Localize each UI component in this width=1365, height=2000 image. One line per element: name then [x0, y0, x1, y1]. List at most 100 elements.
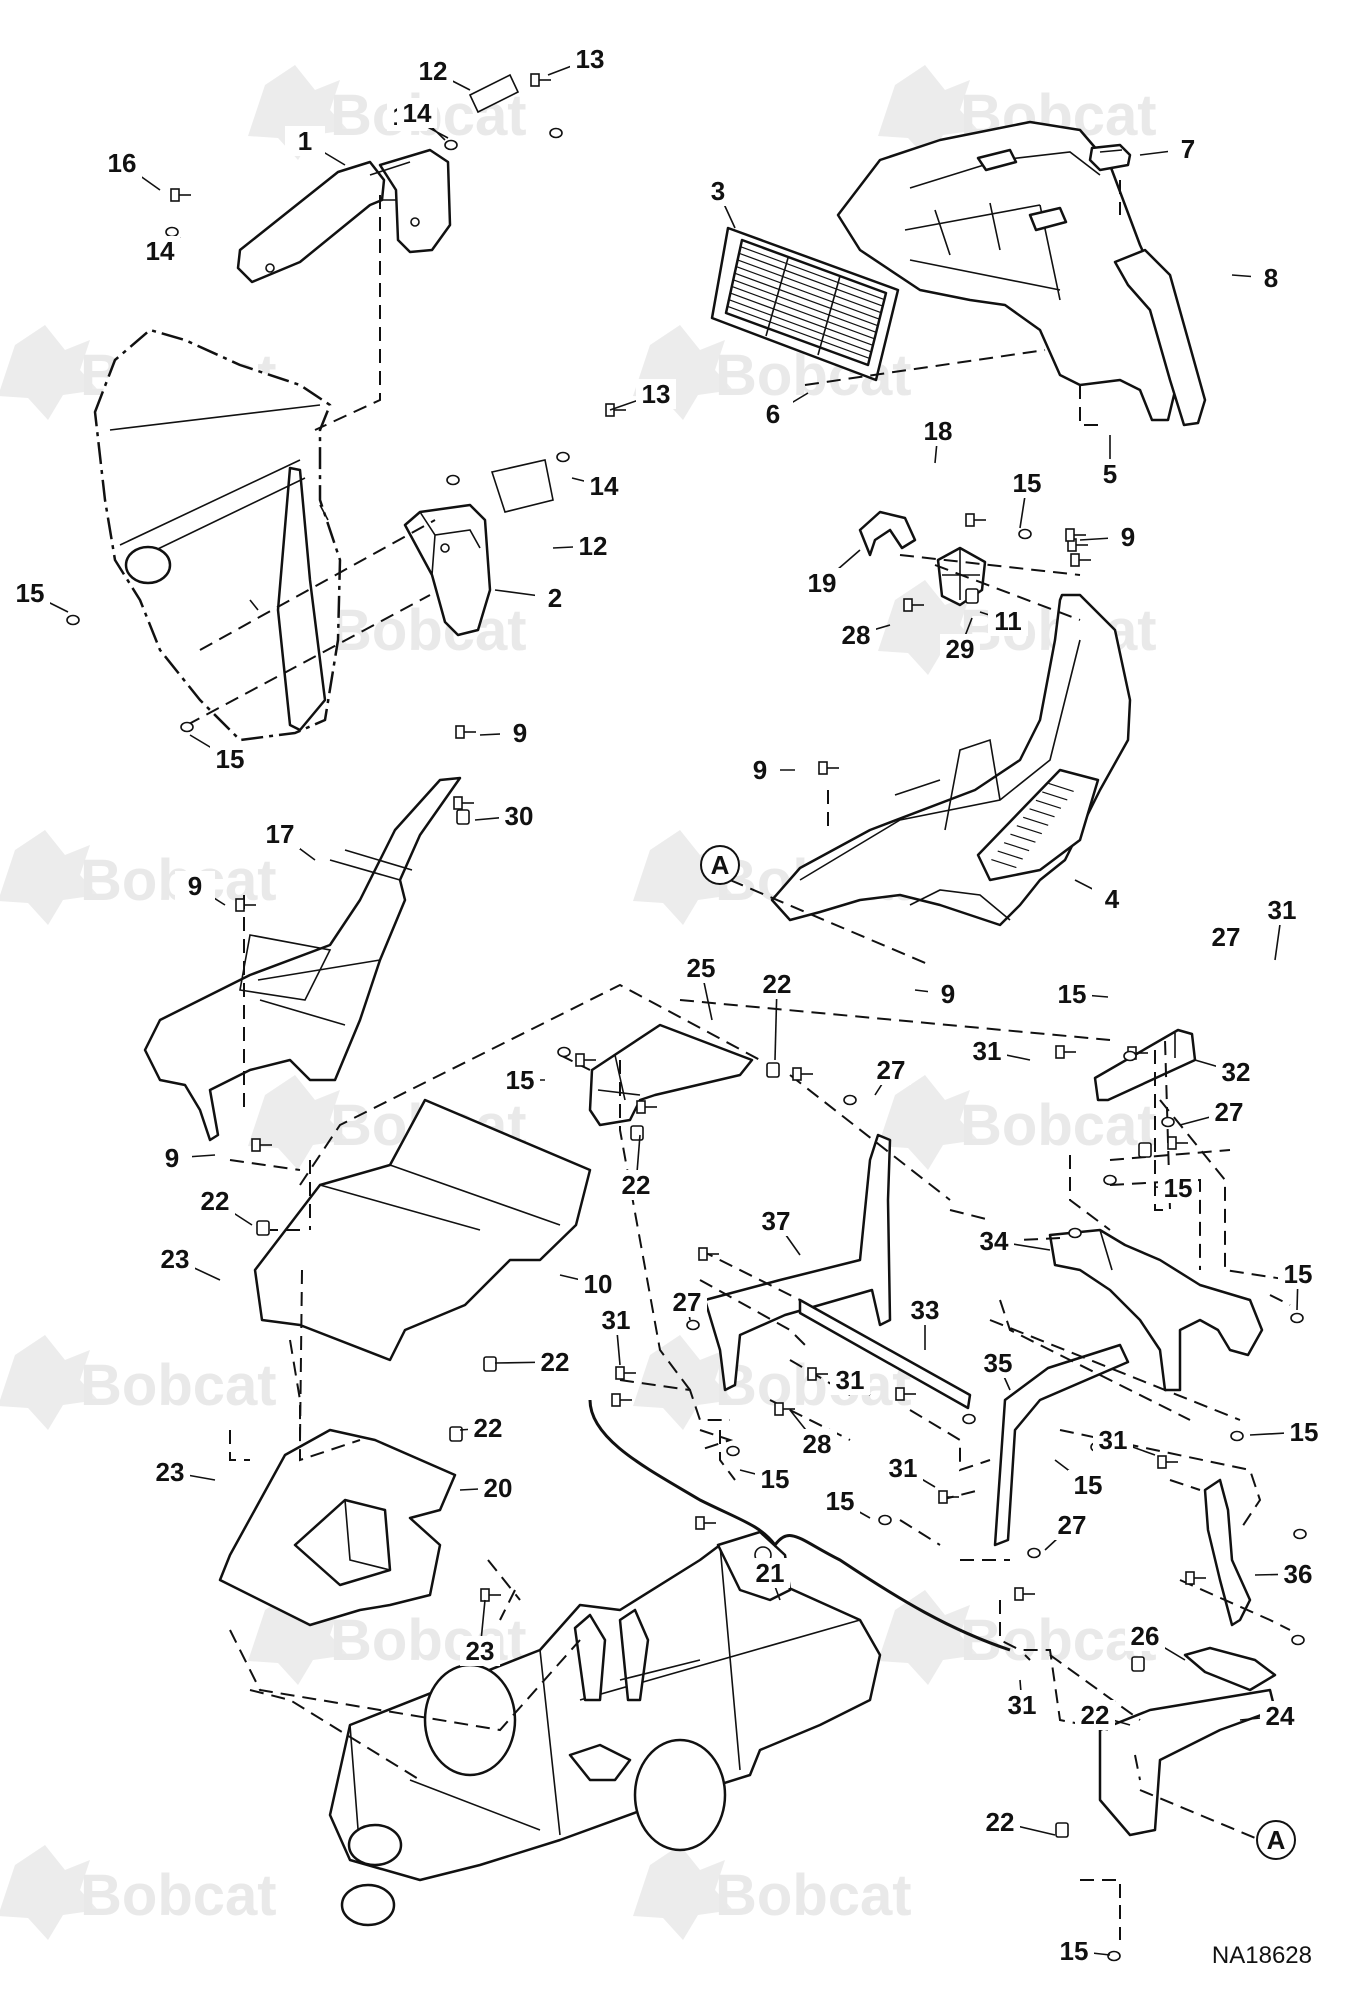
callout-7: 7 — [1181, 134, 1195, 164]
part-24-bracket — [1098, 1688, 1277, 1837]
callout-backdrop — [1090, 459, 1130, 489]
screw — [251, 1138, 272, 1152]
callout-backdrop — [755, 1464, 795, 1494]
screw — [575, 1053, 596, 1067]
part-25-bracket — [588, 1023, 754, 1127]
callout-15: 15 — [1013, 468, 1042, 498]
detail-marker-a-upper: A — [700, 845, 740, 885]
callout-backdrop — [681, 953, 721, 983]
callout-17: 17 — [266, 819, 295, 849]
nut — [766, 1062, 780, 1078]
watermark-text: Bobcat — [715, 1863, 912, 1928]
callout-backdrop — [974, 1226, 1014, 1256]
callout-15: 15 — [1290, 1417, 1319, 1447]
callout-10: 10 — [584, 1269, 613, 1299]
screw — [774, 1402, 795, 1416]
screw — [1185, 1571, 1206, 1585]
callout-9: 9 — [188, 871, 202, 901]
callout-31: 31 — [973, 1036, 1002, 1066]
callout-backdrop — [1278, 1259, 1318, 1289]
callout-9: 9 — [753, 755, 767, 785]
part-26-shield — [1183, 1646, 1277, 1692]
callout-15: 15 — [1058, 979, 1087, 1009]
callout-backdrop — [928, 979, 968, 1009]
screw — [1055, 1045, 1076, 1059]
callout-backdrop — [871, 1055, 911, 1085]
callout-backdrop — [1007, 468, 1047, 498]
callout-22: 22 — [986, 1807, 1015, 1837]
callout-19: 19 — [808, 568, 837, 598]
callout-backdrop — [988, 606, 1028, 636]
bobcat-watermark: Bobcat — [633, 1845, 912, 1940]
callout-backdrop — [468, 1413, 508, 1443]
nut — [456, 809, 470, 825]
callout-backdrop — [698, 176, 738, 206]
callout-backdrop — [478, 1473, 518, 1503]
bobcat-watermark: Bobcat — [0, 1335, 277, 1430]
callout-labels: 1234567899999910111212131314141414151515… — [10, 44, 1324, 1966]
callout-backdrop — [578, 1269, 618, 1299]
callout-backdrop — [830, 1365, 870, 1395]
callout-backdrop — [1093, 1425, 1133, 1455]
callout-backdrop — [1284, 1417, 1324, 1447]
callout-9: 9 — [513, 718, 527, 748]
assembly-lines — [186, 180, 1291, 1940]
washer — [180, 721, 194, 733]
callout-30: 30 — [505, 801, 534, 831]
callout-34: 34 — [980, 1226, 1009, 1256]
bobcat-watermark: Bobcat — [0, 1845, 277, 1940]
callout-backdrop — [1260, 1701, 1300, 1731]
part-20-plate — [218, 1428, 457, 1627]
part-1-light-bracket — [236, 148, 452, 284]
callout-35: 35 — [984, 1348, 1013, 1378]
screw — [698, 1247, 719, 1261]
callout-backdrop — [397, 98, 437, 128]
callout-15: 15 — [761, 1464, 790, 1494]
screw — [1070, 553, 1091, 567]
screw — [170, 188, 191, 202]
part-12-plate-lower — [490, 459, 554, 513]
callout-backdrop — [1168, 134, 1208, 164]
screw — [453, 796, 474, 810]
callout-15: 15 — [1074, 1470, 1103, 1500]
callout-backdrop — [1206, 922, 1246, 952]
callout-backdrop — [1251, 263, 1291, 293]
callout-9: 9 — [1121, 522, 1135, 552]
screw — [1014, 1587, 1035, 1601]
washer — [1291, 1634, 1305, 1646]
watermark-text: Bobcat — [80, 1353, 277, 1418]
watermark-text: Bobcat — [715, 1353, 912, 1418]
callout-backdrop — [1075, 1700, 1115, 1730]
callout-37: 37 — [762, 1206, 791, 1236]
callout-14: 14 — [403, 98, 432, 128]
watermark-text: Bobcat — [960, 1093, 1157, 1158]
washer — [66, 614, 80, 626]
callout-14: 14 — [590, 471, 619, 501]
callout-backdrop — [1092, 884, 1132, 914]
washer — [1018, 528, 1032, 540]
callout-backdrop — [616, 1170, 656, 1200]
part-37-frame — [703, 1133, 892, 1392]
callout-backdrop — [1068, 1470, 1108, 1500]
callout-backdrop — [140, 236, 180, 266]
callout-backdrop — [820, 1486, 860, 1516]
callout-backdrop — [102, 148, 142, 178]
callout-backdrop — [152, 1143, 192, 1173]
bobcat-watermark: Bobcat — [878, 1590, 1157, 1685]
callout-backdrop — [740, 755, 780, 785]
callout-backdrop — [584, 471, 624, 501]
callout-6: 6 — [766, 399, 780, 429]
callout-36: 36 — [1284, 1559, 1313, 1589]
part-33-bar — [798, 1298, 972, 1410]
callout-backdrop — [1052, 1510, 1092, 1540]
callout-16: 16 — [108, 148, 137, 178]
screw — [965, 513, 986, 527]
callout-27: 27 — [877, 1055, 906, 1085]
part-34-bracket — [1048, 1228, 1264, 1392]
nut — [1138, 1142, 1152, 1158]
callout-31: 31 — [1008, 1690, 1037, 1720]
watermark-text: Bobcat — [330, 598, 527, 663]
callout-28: 28 — [842, 620, 871, 650]
callout-backdrop — [797, 1429, 837, 1459]
